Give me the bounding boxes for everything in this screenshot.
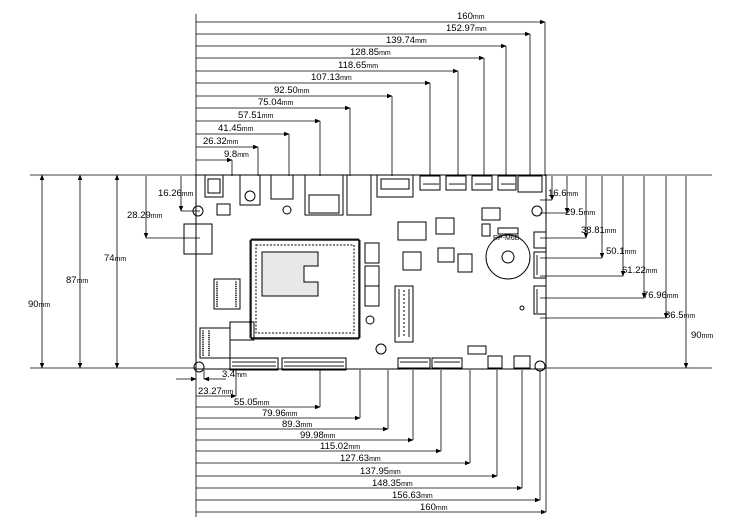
dimension-top-label-8: 57.51mm [238, 110, 274, 121]
bottom-header-2 [281, 357, 347, 371]
dimension-right-label-5: 76.96mm [643, 290, 679, 301]
hdmi-connector [270, 174, 294, 200]
board-model-label: RP-M6B [493, 235, 520, 242]
dimension-top-label-0: 160mm [457, 11, 485, 22]
mounting-hole-top-right [531, 205, 543, 217]
bottom-connector-3 [487, 355, 503, 369]
dimension-right-label-0: 16.6mm [548, 188, 578, 199]
dimension-bottom-label-11: 160mm [420, 502, 448, 513]
ic-u2 [435, 217, 455, 235]
soc-chip [250, 239, 360, 339]
bottom-header-1 [229, 357, 279, 371]
dimension-bottom-label-0: 3.4mm [222, 369, 247, 380]
dimension-top-label-11: 9.8mm [224, 149, 249, 160]
dimension-labels: 160mm152.97mm139.74mm128.85mm118.65mm107… [28, 11, 713, 513]
pcb-board [183, 174, 547, 373]
dimension-top-label-1: 152.97mm [446, 23, 487, 34]
rtc-battery [485, 234, 531, 280]
dimension-top-label-9: 41.45mm [218, 123, 254, 134]
dimension-top-label-10: 26.32mm [203, 136, 239, 147]
dimension-right-label-2: 38.81mm [581, 225, 617, 236]
dimension-bottom-label-5: 99.98mm [300, 430, 336, 441]
card-slot [394, 285, 414, 343]
dimension-top-label-6: 92.50mm [274, 85, 310, 96]
ic-u3 [402, 251, 422, 271]
dimension-top-label-4: 118.65mm [338, 60, 378, 71]
side-connector [183, 223, 213, 255]
usb-connector [376, 174, 414, 198]
memory-chip-1 [364, 242, 380, 264]
ethernet-port-2 [346, 174, 372, 216]
dimension-right-label-7: 90mm [691, 330, 713, 341]
left-header-block [199, 327, 231, 359]
ic-u1 [397, 221, 427, 241]
small-switch [216, 203, 231, 216]
header-j3 [471, 175, 493, 191]
dimension-top-label-7: 75.04mm [258, 97, 294, 108]
dimension-bottom-label-10: 156.63mm [392, 490, 433, 501]
audio-jack [239, 174, 261, 206]
dimension-bottom-label-8: 137.95mm [360, 466, 401, 477]
header-j4 [497, 175, 517, 191]
dimension-right-label-1: 29.5mm [565, 207, 595, 218]
dimension-right-label-4: 61.22mm [622, 265, 658, 276]
ethernet-port-1 [304, 174, 344, 216]
dimension-left-label-3: 87mm [66, 275, 88, 286]
dimension-top-label-3: 128.85mm [350, 47, 391, 58]
right-connector-1 [533, 231, 547, 249]
bottom-connector-1 [397, 357, 431, 369]
dimension-bottom-label-2: 55.05mm [234, 397, 270, 408]
dimension-top-label-5: 107.13mm [311, 72, 352, 83]
dimension-bottom-label-6: 115.02mm [320, 441, 360, 452]
dimension-left-label-0: 16.26mm [158, 188, 194, 199]
dimension-left-label-1: 28.29mm [127, 210, 163, 221]
soc-die [261, 251, 319, 297]
flash-chip [213, 278, 241, 310]
right-connector-3 [533, 285, 547, 315]
dc-jack [204, 174, 224, 198]
dimension-bottom-label-9: 148.35mm [372, 478, 413, 489]
dimension-bottom-label-3: 79.96mm [262, 408, 298, 419]
header-j2 [445, 175, 467, 191]
dimension-right-label-3: 50.1mm [606, 246, 636, 257]
dimension-bottom-label-1: 23.27mm [198, 386, 234, 397]
dimension-bottom-label-4: 89.3mm [282, 419, 312, 430]
dimension-top-label-2: 139.74mm [386, 35, 427, 46]
dimension-left-label-4: 90mm [28, 299, 50, 310]
dimension-bottom-label-7: 127.63mm [340, 453, 381, 464]
dimension-left-label-2: 74mm [104, 253, 126, 264]
ic-u4 [437, 247, 455, 263]
mounting-hole-bottom-left [193, 361, 205, 373]
bottom-connector-4 [513, 355, 531, 369]
right-connector-2 [533, 251, 547, 279]
dimension-right-label-6: 86.5mm [665, 310, 695, 321]
bottom-connector-2 [431, 357, 463, 369]
memory-chip-3 [364, 285, 380, 307]
pcb-pads [202, 183, 538, 367]
